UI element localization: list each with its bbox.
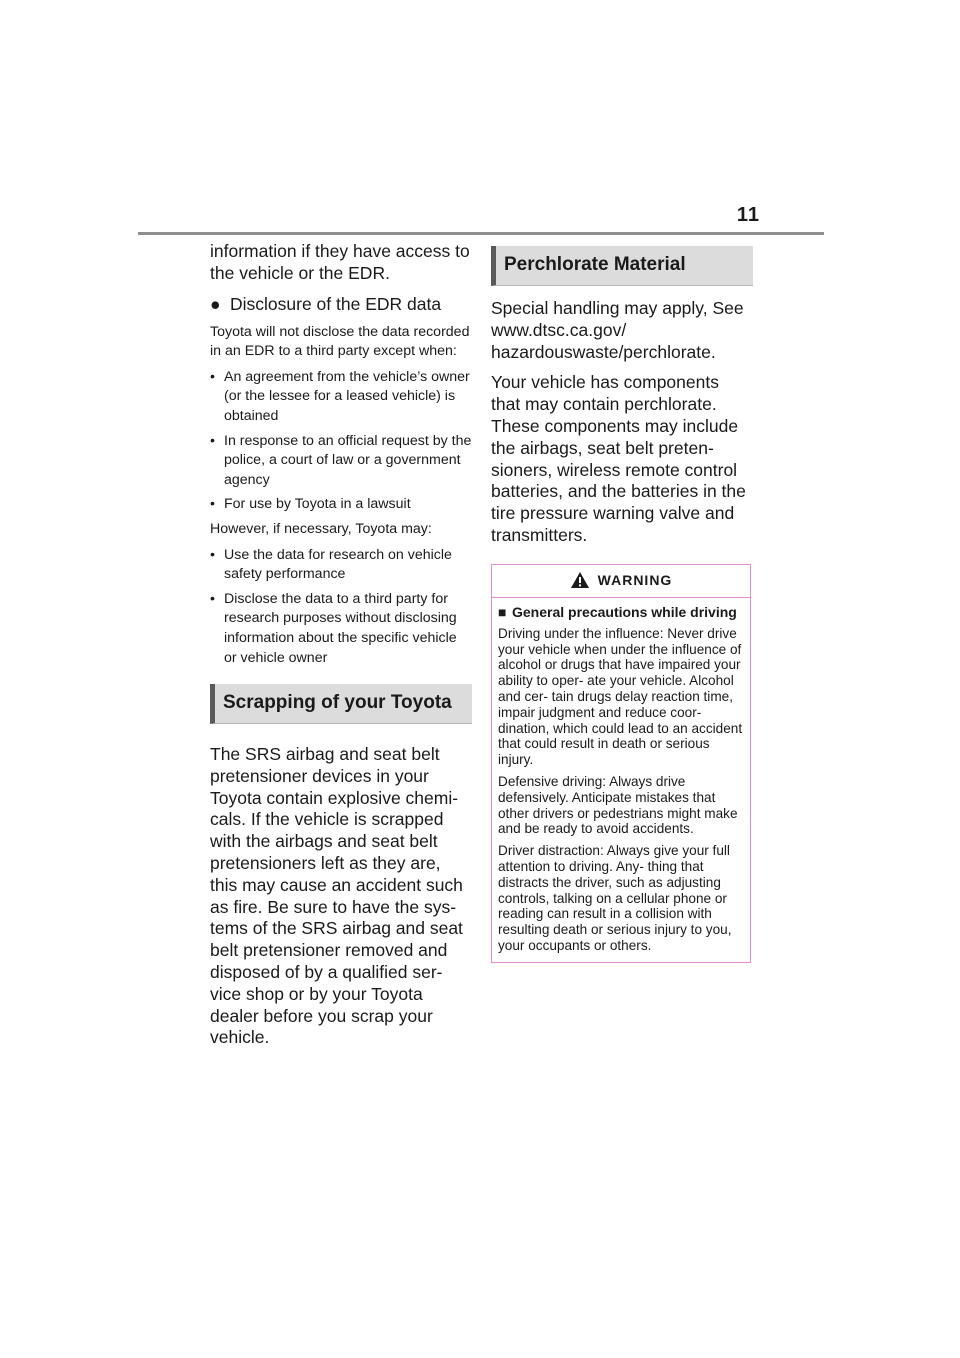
edr-policy-text: Toyota will not disclose the data record… xyxy=(210,323,470,360)
header-rule xyxy=(138,232,824,235)
left-column: information if they have access to the v… xyxy=(210,241,472,1049)
warning-paragraph: Defensive driving: Always drive defensiv… xyxy=(498,773,738,837)
edr-intro-text: information if they have access to the v… xyxy=(210,241,470,283)
warning-subheading: ■ General precautions while driving xyxy=(498,604,744,620)
perchlorate-handling-text: Special handling may apply, See www.dtsc… xyxy=(491,298,744,362)
warning-title: WARNING xyxy=(597,571,673,588)
edr-exception-list: •An agreement from the vehicle’s owner (… xyxy=(210,368,472,515)
warning-triangle-icon xyxy=(570,571,589,588)
edr-disclosure-heading: ● Disclosure of the EDR data xyxy=(210,293,472,315)
perchlorate-heading: Perchlorate Material xyxy=(491,246,753,286)
list-item: •In response to an official request by t… xyxy=(210,432,472,488)
square-bullet-icon: ■ xyxy=(498,603,507,620)
scrapping-heading: Scrapping of your Toyota xyxy=(210,684,472,725)
edr-disclosure-label: Disclosure of the EDR data xyxy=(230,293,442,314)
warning-paragraph: Driver distraction: Always give your ful… xyxy=(498,843,732,953)
list-item: •Disclose the data to a third party for … xyxy=(210,590,457,666)
perchlorate-components-text: Your vehicle has components that may con… xyxy=(491,372,746,545)
scrapping-text: The SRS airbag and seat belt pretensione… xyxy=(210,744,463,1048)
list-item: •Use the data for research on vehicle sa… xyxy=(210,546,452,583)
warning-subheading-label: General precautions while driving xyxy=(512,603,737,620)
right-column: Perchlorate Material Special handling ma… xyxy=(491,241,753,963)
warning-box: WARNING ■ General precautions while driv… xyxy=(491,563,751,963)
page-number: 11 xyxy=(736,204,760,226)
toyota-may-list: •Use the data for research on vehicle sa… xyxy=(210,546,472,669)
however-text: However, if necessary, Toyota may: xyxy=(210,520,432,537)
list-item: •An agreement from the vehicle’s owner (… xyxy=(210,368,470,424)
warning-title-bar: WARNING xyxy=(492,565,750,598)
warning-paragraph: Driving under the influence: Never drive… xyxy=(498,625,743,768)
bullet-icon: ● xyxy=(210,293,221,314)
list-item: •For use by Toyota in a lawsuit xyxy=(210,496,411,513)
